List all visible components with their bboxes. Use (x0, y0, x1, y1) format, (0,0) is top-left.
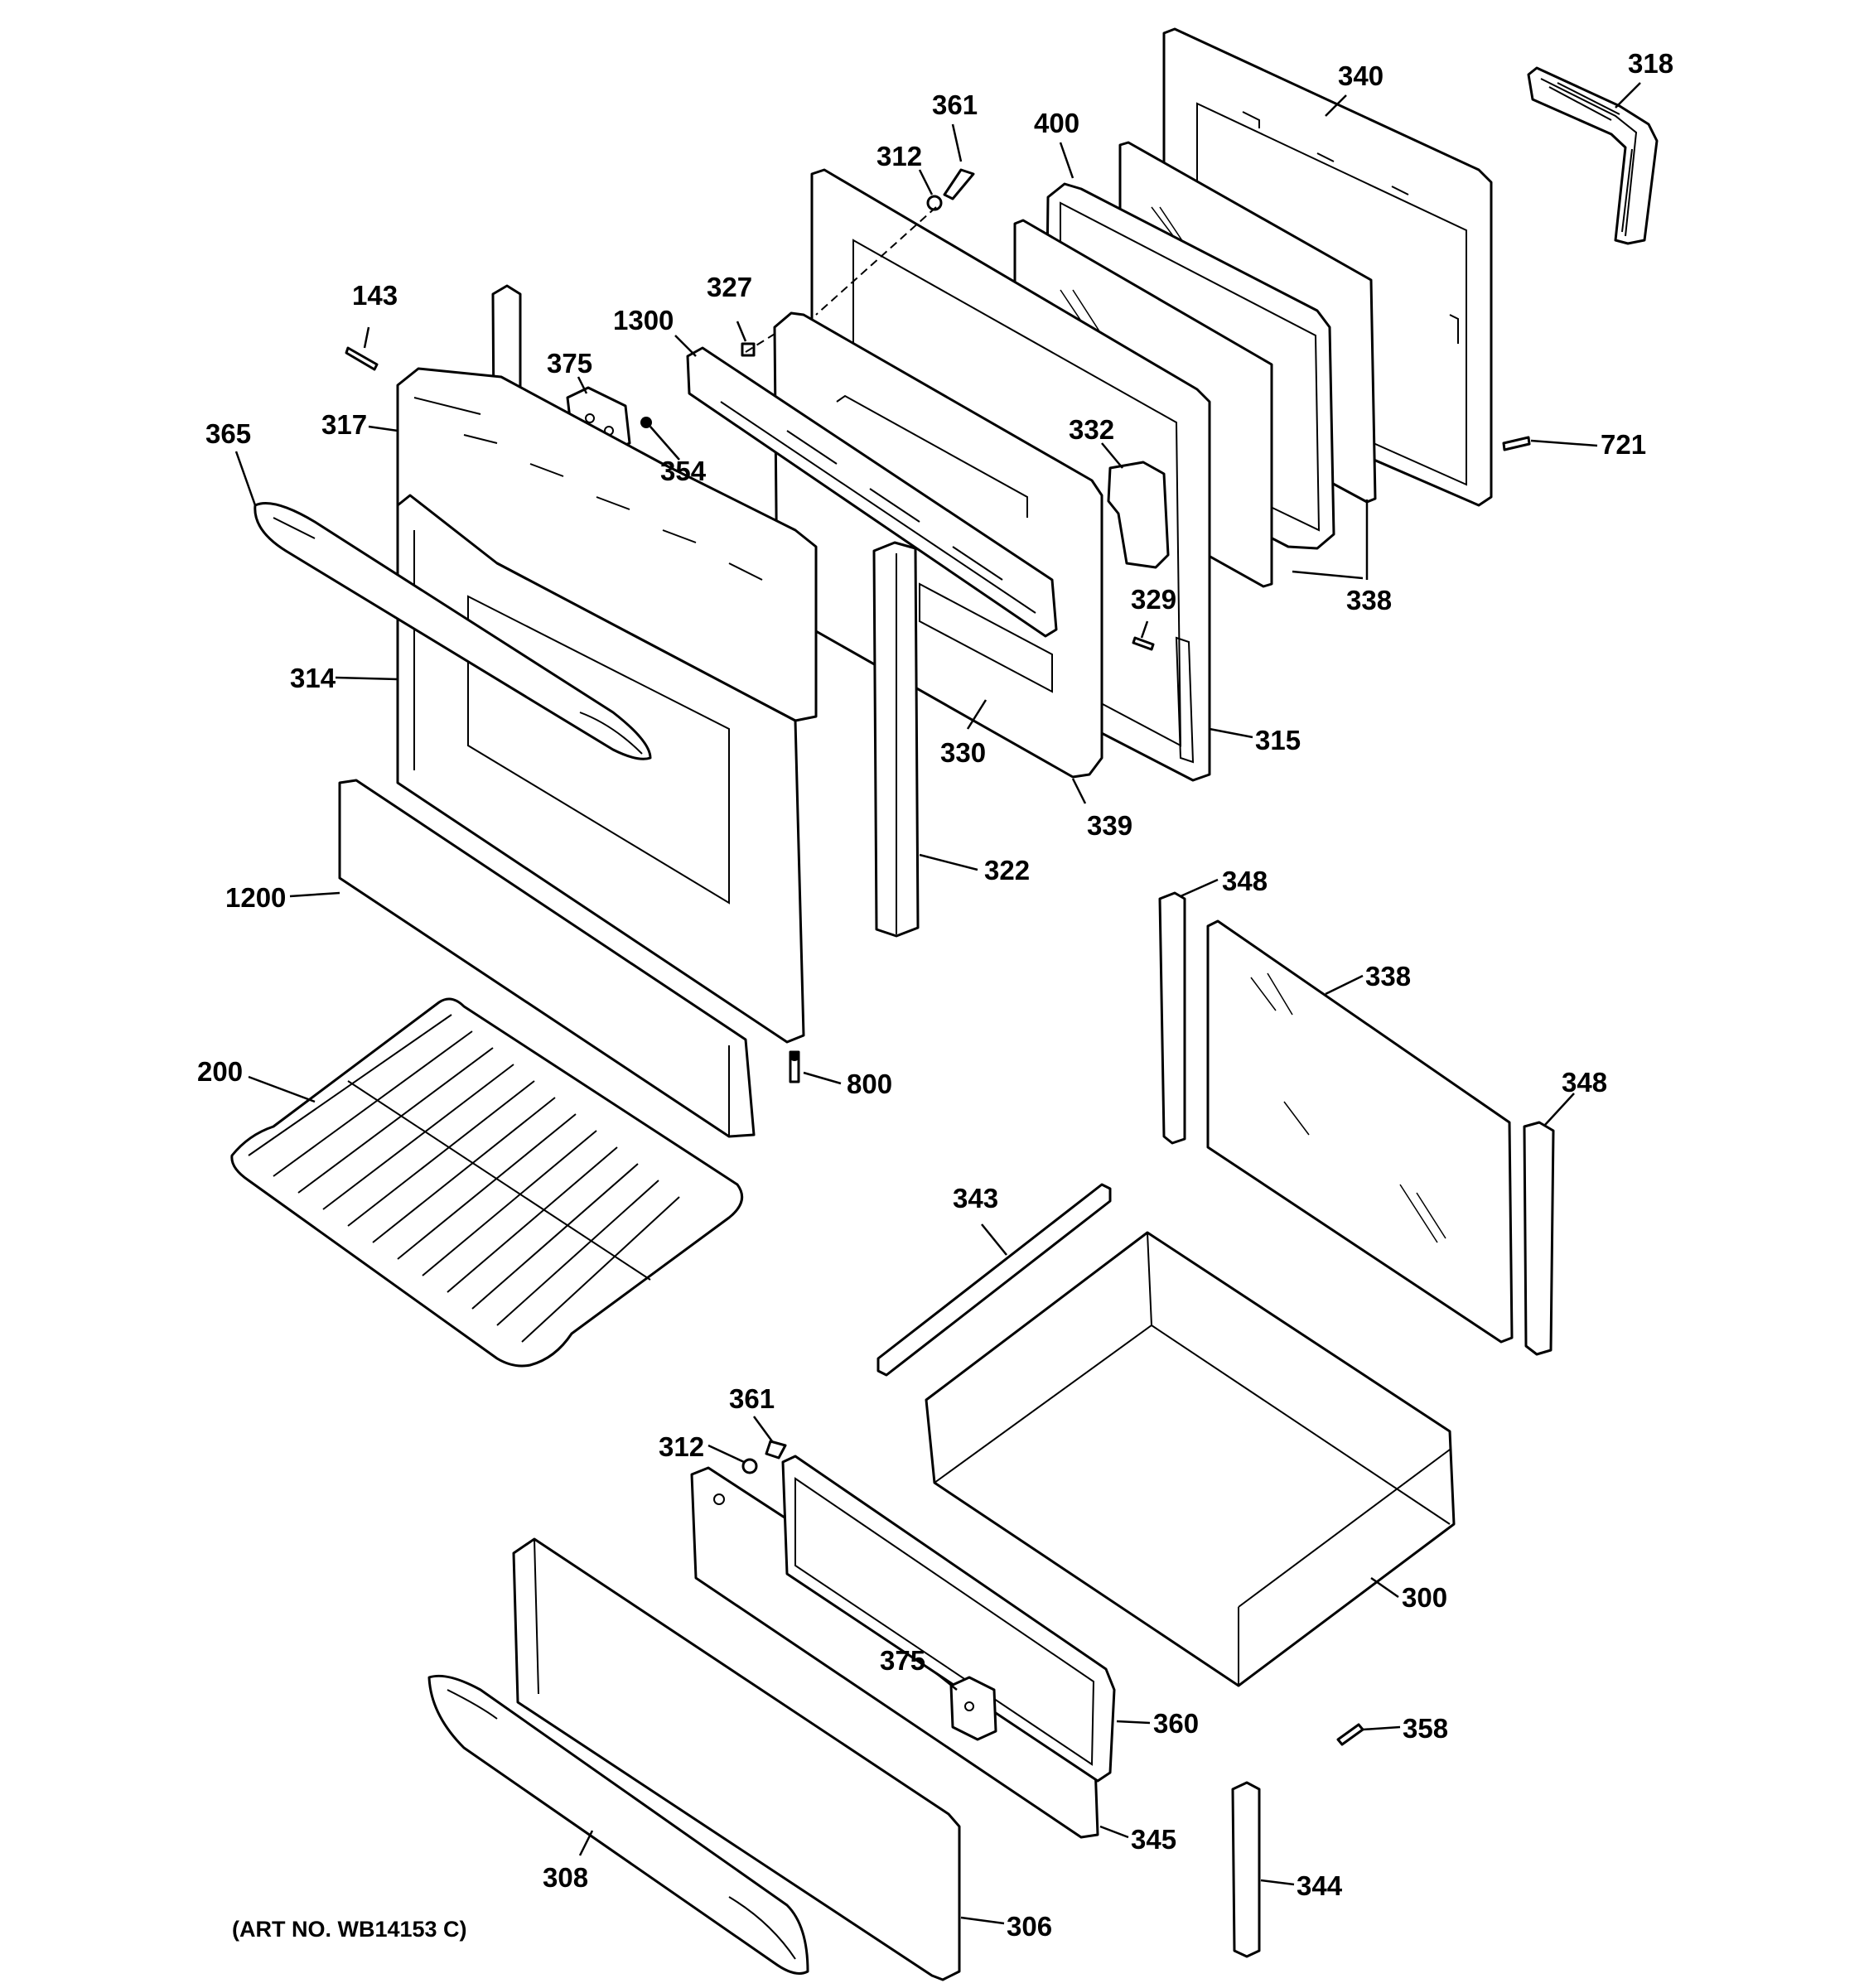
callout-375-lower: 375 (880, 1645, 925, 1676)
part-360-drawer-frame (781, 1455, 1116, 1783)
callout-317: 317 (321, 409, 367, 440)
part-361-screw-upper (943, 168, 975, 200)
part-318-door-gasket (1527, 66, 1659, 245)
callout-348-right: 348 (1562, 1067, 1607, 1098)
part-375-hinge-lower (949, 1676, 997, 1741)
part-1200-kick-panel (338, 779, 756, 1138)
part-308-drawer-handle (427, 1674, 809, 1975)
callout-308: 308 (543, 1862, 588, 1893)
callout-315: 315 (1255, 725, 1301, 755)
callout-340: 340 (1338, 60, 1384, 91)
callout-338-lower: 338 (1365, 961, 1411, 992)
part-322-side-trim (872, 541, 920, 938)
callout-354: 354 (660, 456, 707, 486)
callout-375-upper: 375 (547, 348, 592, 379)
part-338-glass-lower (1206, 919, 1514, 1344)
callout-322: 322 (984, 855, 1030, 885)
part-314-outer-door (396, 494, 805, 1044)
alignment-line-upper (745, 206, 937, 353)
callout-312-lower: 312 (659, 1431, 704, 1462)
callout-365: 365 (205, 418, 251, 449)
part-329-screw (1132, 636, 1155, 651)
part-332-insulation-block (1107, 461, 1170, 569)
callout-344: 344 (1297, 1870, 1343, 1901)
callout-306: 306 (1007, 1911, 1052, 1942)
callout-400: 400 (1034, 108, 1079, 138)
callout-721: 721 (1601, 429, 1646, 460)
leader-lines (234, 82, 1641, 1925)
part-361-screw-lower (765, 1440, 787, 1460)
callout-1300: 1300 (613, 305, 674, 335)
callout-338-upper: 338 (1346, 585, 1392, 615)
callout-800: 800 (847, 1069, 892, 1099)
callout-327: 327 (707, 272, 752, 302)
callout-1200: 1200 (225, 882, 286, 913)
callout-143: 143 (352, 280, 398, 311)
part-348-bracket-left (1158, 891, 1186, 1145)
callout-360: 360 (1153, 1708, 1199, 1739)
part-721-screw (1502, 436, 1531, 451)
callout-labels: 318 340 361 400 312 327 143 1300 375 317… (197, 48, 1673, 1942)
part-300-drawer-box (925, 1231, 1456, 1687)
callout-361-lower: 361 (729, 1383, 775, 1414)
part-143-screw (345, 346, 379, 371)
art-number-caption: (ART NO. WB14153 C) (232, 1917, 467, 1942)
callout-314: 314 (290, 663, 336, 693)
callout-339: 339 (1087, 810, 1132, 841)
part-354-screw (640, 417, 652, 428)
callout-348-left: 348 (1222, 866, 1268, 896)
part-343-drawer-rail (876, 1183, 1112, 1377)
part-1300-vent-bracket (686, 346, 1058, 638)
callout-345: 345 (1131, 1824, 1176, 1855)
callout-358: 358 (1403, 1713, 1448, 1744)
part-312-washer-lower (741, 1458, 758, 1474)
callout-329: 329 (1131, 584, 1176, 615)
callout-361-upper: 361 (932, 89, 978, 120)
part-365-door-handle (254, 502, 652, 760)
part-800-screw (789, 1050, 800, 1083)
callout-200: 200 (197, 1056, 243, 1087)
callout-343: 343 (953, 1183, 998, 1214)
callout-312-upper: 312 (876, 141, 922, 171)
part-348-bracket-right (1523, 1121, 1555, 1356)
part-344-drawer-support (1231, 1781, 1261, 1958)
part-306-drawer-front (512, 1537, 961, 1981)
callout-332: 332 (1069, 414, 1114, 445)
part-358-screw (1336, 1723, 1364, 1746)
callout-300: 300 (1402, 1582, 1447, 1613)
callout-330: 330 (940, 737, 986, 768)
callout-318: 318 (1628, 48, 1673, 79)
part-200-oven-rack (230, 997, 744, 1368)
